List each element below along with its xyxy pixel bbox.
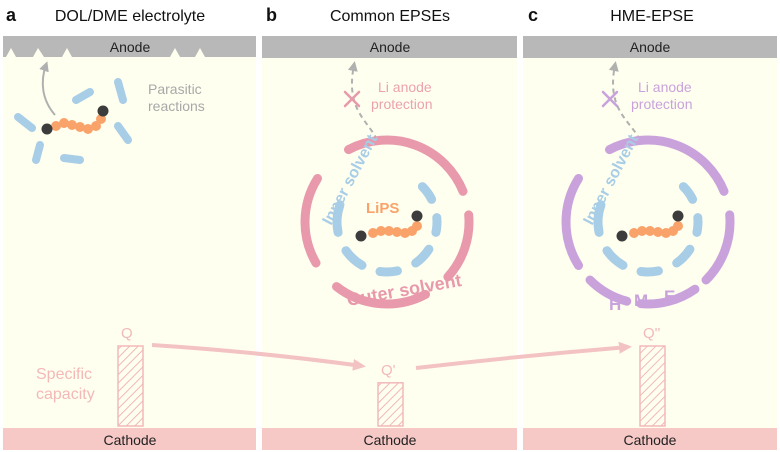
panel-b-cathode-label: Cathode (364, 432, 417, 448)
panel-a-lips-chain (41, 105, 109, 135)
panel-b-lips-chain (355, 210, 423, 242)
inner-solvent-molecule (341, 246, 367, 270)
outer-solvent-molecule (701, 210, 735, 285)
panel-b-solvation-shell (300, 135, 474, 309)
lips-lithium-atom (411, 210, 423, 222)
capacity-comparison: Specific capacity Q Q' Q'' (36, 325, 666, 427)
inner-solvent-molecule (602, 246, 628, 270)
capacity-axis-label-line1: Specific (36, 366, 92, 383)
capacity-arrow-a-to-b (151, 343, 366, 371)
panel-a-anode-label: Anode (110, 39, 151, 55)
panel-b-anode (262, 36, 517, 58)
lips-lithium-atom (355, 230, 367, 242)
solvent-dash (72, 88, 94, 104)
capacity-bar-label: Q'' (643, 325, 661, 342)
inner-solvent-molecule (678, 182, 698, 204)
inner-solvent-molecule (672, 244, 695, 268)
panel-a-reaction-label-line2: reactions (148, 98, 205, 114)
inner-solvent-molecule (411, 244, 434, 268)
capacity-bar (117, 345, 144, 427)
lips-sulfur-atom (376, 226, 386, 236)
solvent-dash (114, 78, 127, 104)
capacity-bar-label: Q (121, 325, 133, 342)
inner-solvent-molecule (417, 182, 437, 204)
inner-solvent-molecule (431, 213, 442, 237)
panel-b: b Common EPSEs Anode Cathode Li anode pr… (262, 5, 517, 450)
lips-sulfur-atom (653, 227, 663, 237)
panel-c-hme-letter-m: M (634, 291, 648, 310)
panel-a-solvent-molecules (14, 78, 132, 164)
panel-c-hme-letter-e: E (664, 287, 675, 306)
capacity-bar-label: Q' (381, 362, 396, 379)
panel-b-protection-line1: Li anode (378, 79, 432, 95)
lips-lithium-atom (672, 210, 684, 222)
panel-a-reaction-arrow (39, 61, 56, 116)
lips-sulfur-atom (392, 227, 402, 237)
inner-solvent-molecule (636, 266, 663, 277)
panel-c-anode-label: Anode (630, 39, 671, 55)
panel-b-cathode (262, 428, 517, 450)
lips-sulfur-atom (673, 221, 683, 231)
panel-c-letter: c (528, 5, 538, 25)
panel-b-title: Common EPSEs (330, 8, 450, 25)
capacity-arrow-b-to-c (415, 341, 632, 370)
capacity-axis-label-line2: capacity (36, 386, 95, 403)
panel-b-letter: b (266, 5, 277, 25)
inner-solvent-molecule (332, 200, 345, 237)
panel-c-cathode (523, 428, 777, 450)
panel-c-lips-chain (616, 210, 684, 242)
panel-c-hme-letter-h: H (609, 295, 621, 314)
panel-a-cathode (3, 428, 256, 450)
solvent-dash (32, 141, 44, 164)
outer-solvent-molecule (636, 284, 700, 309)
outer-solvent-molecule (605, 135, 729, 196)
panel-c-solvation-shell (561, 135, 735, 309)
lips-sulfur-atom (412, 221, 422, 231)
solvent-dash (60, 154, 84, 164)
panel-c-cathode-label: Cathode (624, 432, 677, 448)
lips-lithium-atom (616, 230, 628, 242)
lips-sulfur-atom (637, 226, 647, 236)
inner-solvent-molecule (375, 266, 402, 277)
inner-solvent-molecule (692, 213, 703, 237)
inner-solvent-molecule (593, 200, 606, 237)
panel-b-anode-label: Anode (370, 39, 411, 55)
panel-a-cathode-label: Cathode (104, 432, 157, 448)
panel-c-protection-line2: protection (631, 96, 692, 112)
solvent-dash (14, 113, 36, 132)
panel-a-anode (3, 36, 256, 57)
lips-sulfur-atom (384, 226, 394, 236)
panel-c-protection-line1: Li anode (638, 79, 692, 95)
solvent-dash (114, 122, 132, 144)
panel-c-anode (523, 36, 777, 58)
outer-solvent-molecule (332, 282, 430, 309)
panel-b-protection-line2: protection (371, 96, 432, 112)
panel-b-block-x-icon (343, 90, 361, 108)
outer-solvent-molecule (300, 174, 322, 268)
panel-a-title: DOL/DME electrolyte (55, 8, 205, 25)
capacity-bar (639, 345, 666, 427)
panel-b-lips-label: LiPS (366, 200, 399, 217)
lips-sulfur-atom (629, 228, 639, 238)
panel-a-reaction-label-line1: Parasitic (148, 81, 202, 97)
lips-sulfur-atom (645, 226, 655, 236)
outer-solvent-molecule (344, 135, 468, 196)
outer-solvent-molecule (561, 174, 583, 270)
panel-a-letter: a (6, 5, 17, 25)
capacity-bar (377, 382, 404, 427)
panel-c-title: HME-EPSE (610, 8, 694, 25)
outer-solvent-molecule (443, 210, 474, 282)
outer-solvent-molecule (585, 275, 632, 306)
lips-sulfur-atom (368, 228, 378, 238)
panel-c-block-x-icon (601, 90, 619, 108)
